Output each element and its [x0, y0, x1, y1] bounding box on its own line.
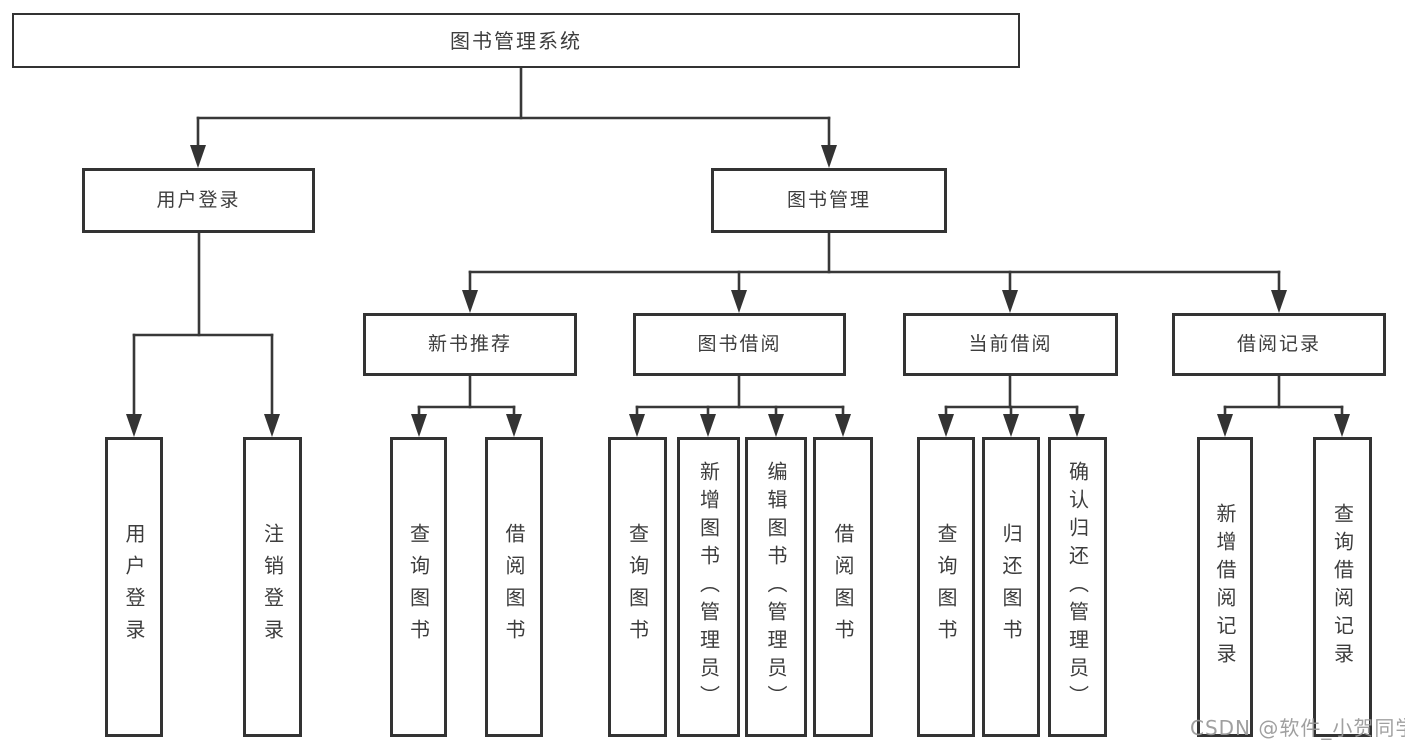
- node-book-management: 图书管理: [711, 168, 947, 233]
- leaf-add-borrow-record-label: 新增借阅记录: [1213, 503, 1237, 671]
- node-user-login-label: 用户登录: [156, 189, 241, 211]
- leaf-add-book-admin: 新增图书（管理员）: [677, 437, 740, 737]
- leaf-confirm-return-admin-label: 确认归还（管理员）: [1065, 461, 1090, 713]
- leaf-edit-book-admin-label: 编辑图书（管理员）: [764, 461, 788, 713]
- node-borrow-records: 借阅记录: [1172, 313, 1386, 376]
- leaf-return-book: 归还图书: [982, 437, 1040, 737]
- node-book-borrow: 图书借阅: [633, 313, 846, 376]
- leaf-add-book-admin-label: 新增图书（管理员）: [696, 461, 721, 713]
- leaf-logout-label: 注销登录: [260, 523, 285, 651]
- leaf-user-login: 用户登录: [105, 437, 163, 737]
- leaf-edit-book-admin: 编辑图书（管理员）: [745, 437, 807, 737]
- node-new-book-recommend: 新书推荐: [363, 313, 577, 376]
- node-new-book-recommend-label: 新书推荐: [427, 333, 512, 355]
- leaf-user-login-label: 用户登录: [122, 523, 146, 651]
- leaf-logout: 注销登录: [243, 437, 302, 737]
- leaf-borrow-books: 借阅图书: [813, 437, 873, 737]
- leaf-query-books-current: 查询图书: [917, 437, 975, 737]
- leaf-return-book-label: 归还图书: [999, 523, 1023, 651]
- node-book-borrow-label: 图书借阅: [697, 333, 782, 355]
- leaf-query-books-recommend-label: 查询图书: [406, 523, 431, 651]
- node-book-management-label: 图书管理: [786, 189, 871, 211]
- node-user-login: 用户登录: [82, 168, 315, 233]
- leaf-query-books-borrow-label: 查询图书: [625, 523, 650, 651]
- leaf-query-books-recommend: 查询图书: [390, 437, 447, 737]
- node-current-borrow-label: 当前借阅: [968, 333, 1053, 355]
- leaf-borrow-books-recommend-label: 借阅图书: [502, 523, 526, 651]
- leaf-confirm-return-admin: 确认归还（管理员）: [1048, 437, 1107, 737]
- leaf-borrow-books-label: 借阅图书: [831, 523, 855, 651]
- arrowheads: [126, 145, 1350, 437]
- node-borrow-records-label: 借阅记录: [1236, 333, 1321, 355]
- leaf-borrow-books-recommend: 借阅图书: [485, 437, 543, 737]
- node-current-borrow: 当前借阅: [903, 313, 1118, 376]
- leaf-query-books-current-label: 查询图书: [934, 523, 958, 651]
- leaf-add-borrow-record: 新增借阅记录: [1197, 437, 1253, 737]
- node-library-management-system-label: 图书管理系统: [450, 28, 582, 53]
- leaf-query-borrow-record-label: 查询借阅记录: [1330, 503, 1355, 671]
- csdn-watermark: CSDN @软件_小贺同学: [1190, 716, 1405, 740]
- leaf-query-borrow-record: 查询借阅记录: [1313, 437, 1372, 737]
- node-library-management-system: 图书管理系统: [12, 13, 1020, 68]
- leaf-query-books-borrow: 查询图书: [608, 437, 667, 737]
